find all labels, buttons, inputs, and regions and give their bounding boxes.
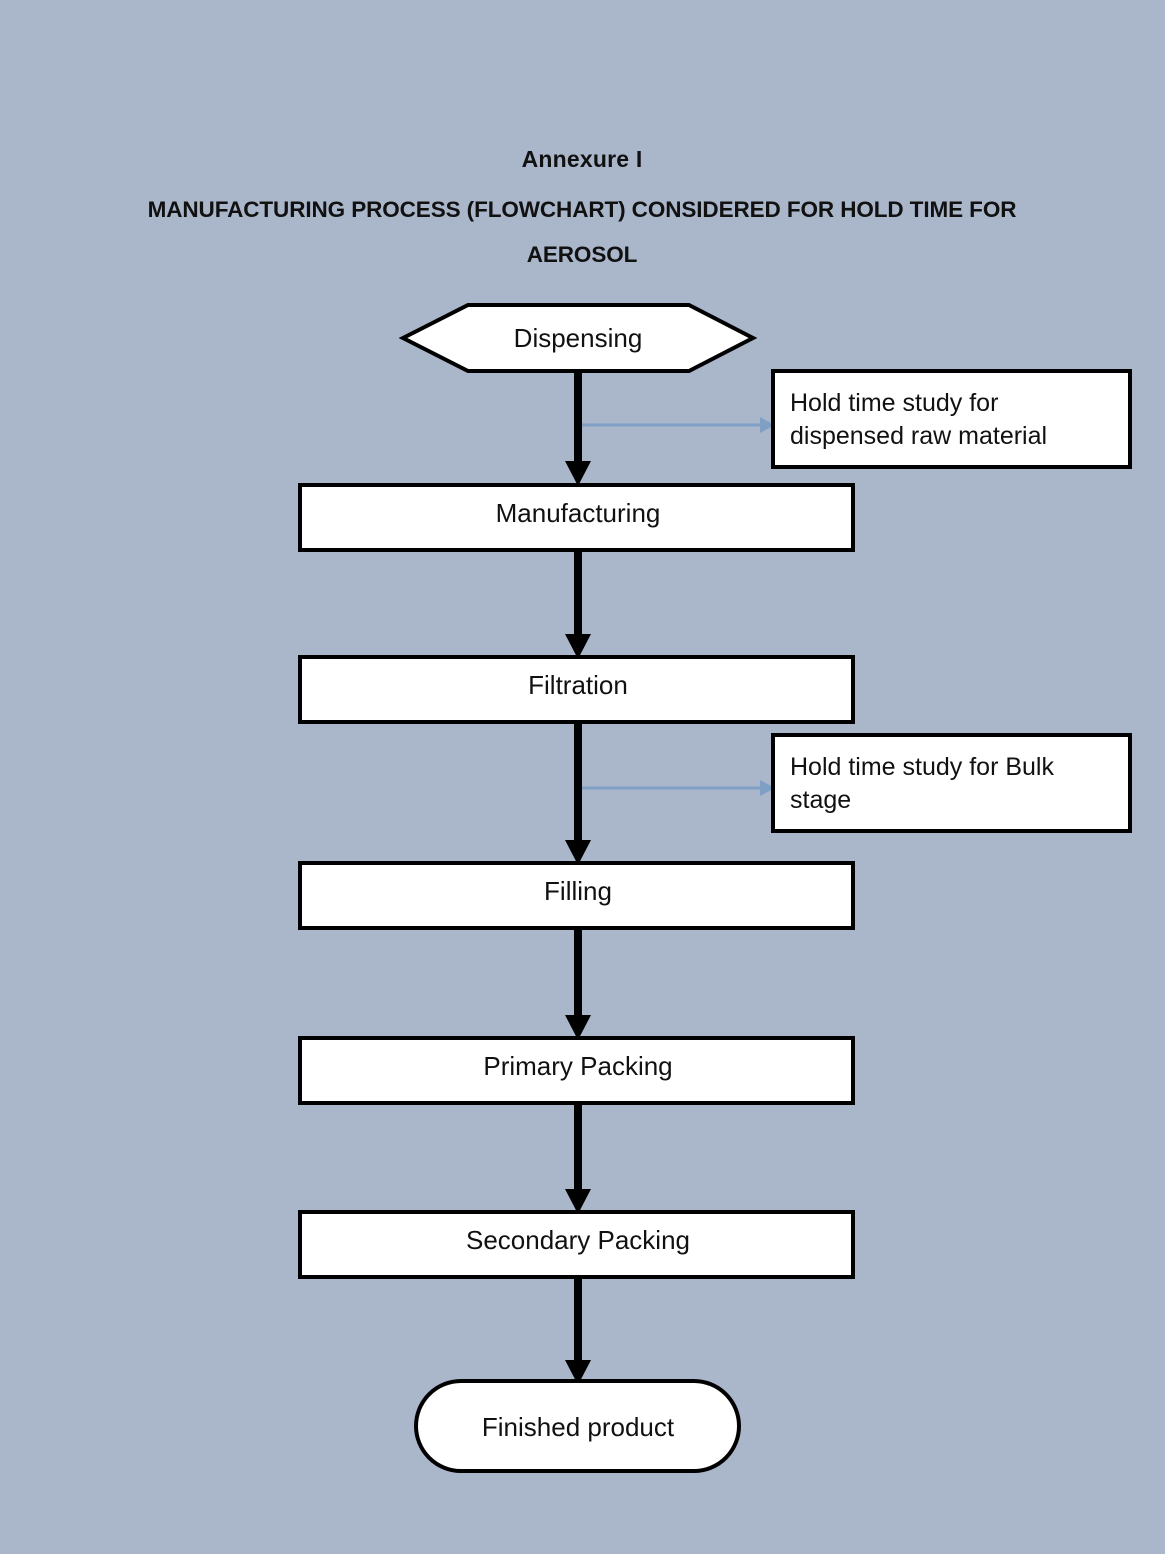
node-dispensing-label: Dispensing bbox=[514, 323, 643, 353]
connector-arrowhead bbox=[565, 1015, 591, 1040]
connector-dispensing-to-manufacturing bbox=[565, 370, 591, 486]
note-connectors bbox=[582, 417, 775, 796]
stadium-shape bbox=[414, 1379, 741, 1473]
note-text-line-1: Hold time study for bbox=[790, 389, 998, 417]
node-manufacturing[interactable]: Manufacturing bbox=[298, 483, 855, 552]
annexure-title: Annexure I bbox=[522, 146, 643, 172]
note-text-line-1: Hold time study for Bulk bbox=[790, 753, 1054, 781]
rectangle-shape bbox=[298, 483, 855, 552]
rectangle-shape bbox=[298, 861, 855, 930]
note-connector-bulk-stage bbox=[582, 780, 775, 796]
note-text-line-2: stage bbox=[790, 786, 851, 814]
connector-arrowhead bbox=[565, 840, 591, 865]
connector-arrowhead bbox=[565, 1360, 591, 1385]
note-connector-arrowhead bbox=[760, 417, 775, 433]
connector-arrowhead bbox=[565, 1189, 591, 1214]
node-primary-packing[interactable]: Primary Packing bbox=[298, 1036, 855, 1105]
connector-filtration-to-filling bbox=[565, 720, 591, 865]
connector-manufacturing-to-filtration bbox=[565, 548, 591, 659]
flow-connectors bbox=[565, 370, 591, 1385]
node-filtration-label: Filtration bbox=[528, 670, 628, 700]
connector-secondary-packing-to-finished-product bbox=[565, 1275, 591, 1385]
note-connector-arrowhead bbox=[760, 780, 775, 796]
node-secondary-packing-label: Secondary Packing bbox=[466, 1225, 690, 1255]
rectangle-shape bbox=[298, 1210, 855, 1279]
note-box-shape bbox=[771, 369, 1132, 469]
node-finished-product-label: Finished product bbox=[482, 1412, 675, 1442]
node-finished-product[interactable]: Finished product bbox=[414, 1379, 741, 1473]
node-filling-label: Filling bbox=[544, 876, 612, 906]
rectangle-shape bbox=[298, 655, 855, 724]
connector-primary-to-secondary-packing bbox=[565, 1101, 591, 1214]
note-connector-dispensed-raw-material bbox=[582, 417, 775, 433]
note-dispensed-raw-material[interactable]: Hold time study for dispensed raw materi… bbox=[771, 369, 1132, 469]
node-primary-packing-label: Primary Packing bbox=[483, 1051, 672, 1081]
flowchart-title-line-2: AEROSOL bbox=[527, 242, 638, 267]
node-manufacturing-label: Manufacturing bbox=[496, 498, 661, 528]
node-filling[interactable]: Filling bbox=[298, 861, 855, 930]
note-bulk-stage[interactable]: Hold time study for Bulk stage bbox=[771, 733, 1132, 833]
page-title-block: Annexure I MANUFACTURING PROCESS (FLOWCH… bbox=[148, 146, 1017, 267]
node-filtration[interactable]: Filtration bbox=[298, 655, 855, 724]
note-box-shape bbox=[771, 733, 1132, 833]
note-text-line-2: dispensed raw material bbox=[790, 422, 1047, 450]
node-secondary-packing[interactable]: Secondary Packing bbox=[298, 1210, 855, 1279]
node-dispensing[interactable]: Dispensing bbox=[398, 303, 758, 373]
flowchart-title-line-1: MANUFACTURING PROCESS (FLOWCHART) CONSID… bbox=[148, 197, 1017, 222]
hexagon-shape bbox=[398, 303, 758, 373]
rectangle-shape bbox=[298, 1036, 855, 1105]
connector-arrowhead bbox=[565, 461, 591, 486]
connector-filling-to-primary-packing bbox=[565, 926, 591, 1040]
connector-arrowhead bbox=[565, 634, 591, 659]
